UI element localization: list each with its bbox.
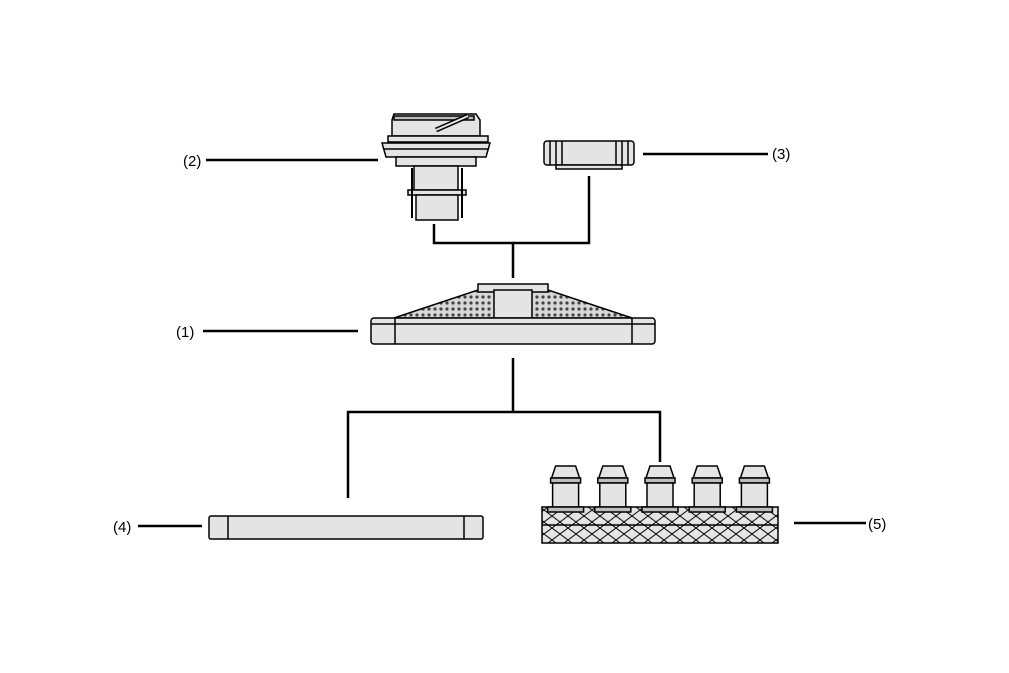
part-4-seal-plate xyxy=(208,515,484,540)
suction-cup xyxy=(735,465,774,513)
connector-part2-to-part1 xyxy=(432,224,515,278)
label-part-1: (1) xyxy=(176,324,194,341)
part-1-gripper-base xyxy=(370,283,656,345)
part-3-nut xyxy=(543,140,635,170)
part-2-coupling xyxy=(381,113,491,221)
label-part-4: (4) xyxy=(113,519,131,536)
connector-lines xyxy=(346,176,662,498)
suction-cup xyxy=(594,465,632,513)
connector-part1-to-part4 xyxy=(346,410,513,498)
suction-cup xyxy=(688,465,726,513)
label-part-2: (2) xyxy=(183,153,201,170)
part-5-suction-cups xyxy=(541,465,779,544)
suction-cup xyxy=(546,465,585,513)
connector-part3-to-part1 xyxy=(513,176,591,245)
suction-cup xyxy=(641,465,679,513)
label-part-5: (5) xyxy=(868,516,886,533)
connector-part1-to-part5 xyxy=(513,410,662,462)
label-part-3: (3) xyxy=(772,146,790,163)
leader-lines xyxy=(138,152,866,528)
